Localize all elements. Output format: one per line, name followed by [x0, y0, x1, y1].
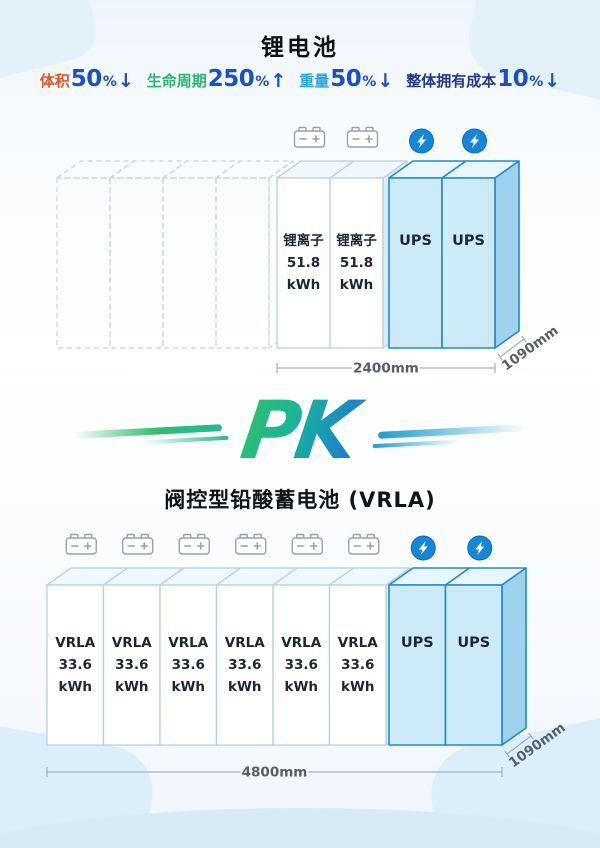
cabinet-label: UPS [399, 233, 432, 249]
battery-cabinet: VRLA 33.6 kWh [272, 567, 355, 746]
cabinet-label: 33.6 [59, 657, 92, 673]
stat-label: 生命周期 [146, 72, 207, 90]
stat-unit: % [102, 74, 117, 90]
stat-label: 体积 [39, 72, 70, 90]
lightning-icon [467, 535, 493, 561]
cabinet-label: 51.8 [287, 255, 320, 271]
arrow-down-icon: ↓ [377, 70, 394, 92]
vrla-title: 阀控型铅酸蓄电池 (VRLA) [164, 488, 436, 512]
cabinet-label: 33.6 [172, 657, 205, 673]
battery-cabinet: VRLA 33.6 kWh [215, 567, 298, 746]
cabinet-label: kWh [59, 679, 92, 695]
ghost-cabinet [109, 160, 188, 349]
cabinet-label: VRLA [338, 635, 378, 651]
lightning-icon [462, 128, 487, 154]
cabinet-label: kWh [228, 679, 261, 695]
ups-cabinet: UPS [444, 567, 527, 746]
cabinet-label: kWh [341, 679, 374, 695]
cabinet-label: 锂离子 [283, 232, 324, 249]
battery-cabinet: VRLA 33.6 kWh [159, 567, 242, 746]
vrla-row-diagram: VRLA 33.6 kWh VRLA 33.6 kWh VRLA 33.6 kWh VRLA 33.… [46, 533, 569, 781]
stat-label: 整体拥有成本 [406, 72, 497, 90]
stat-total-cost: 整体拥有成本 10 % ↓ [406, 66, 560, 92]
cabinet-label: VRLA [168, 635, 208, 651]
cabinet-label: VRLA [225, 635, 265, 651]
cabinet-label: 33.6 [228, 657, 261, 673]
cabinet-label: UPS [457, 635, 490, 651]
stat-label: 重量 [299, 72, 330, 90]
pk-text: PK [232, 384, 367, 477]
width-dimension: 2400mm [276, 361, 496, 377]
cabinet-label: 51.8 [340, 255, 373, 271]
battery-icon [235, 533, 267, 555]
battery-icon [65, 533, 97, 555]
cabinet-label: kWh [172, 679, 205, 695]
pk-section: PK [0, 384, 600, 477]
stat-value: 250 [207, 66, 255, 92]
battery-cabinet: VRLA 33.6 kWh [102, 567, 185, 746]
cabinet-label: 33.6 [285, 657, 318, 673]
stat-unit: % [255, 74, 270, 90]
arrow-down-icon: ↓ [544, 70, 561, 92]
lithium-title: 锂电池 [261, 35, 339, 61]
width-dimension-label: 2400mm [353, 361, 419, 377]
battery-icon [291, 533, 323, 555]
pk-swoosh-right [378, 423, 527, 439]
stat-lifecycle: 生命周期 250 % ↑ [147, 66, 286, 92]
stats-row: 体积 50 % ↓ 生命周期 250 % ↑ 重量 50 % ↓ 整体拥有成本 … [0, 66, 600, 92]
cabinet-label: 锂离子 [336, 232, 377, 249]
stat-unit: % [362, 74, 377, 90]
pk-swoosh-left [73, 423, 222, 439]
stat-volume: 体积 50 % ↓ [40, 66, 134, 92]
battery-icon [346, 126, 379, 148]
battery-icon [122, 533, 154, 555]
battery-cabinet: VRLA 33.6 kWh [46, 567, 129, 746]
ghost-cabinet [56, 160, 135, 349]
arrow-up-icon: ↑ [270, 70, 287, 92]
stat-value: 50 [330, 66, 362, 92]
battery-icon [293, 126, 326, 148]
stat-value: 50 [70, 66, 103, 92]
cabinet-label: UPS [452, 233, 485, 249]
cabinet-label: 33.6 [341, 657, 374, 673]
cabinet-label: UPS [401, 635, 434, 651]
arrow-down-icon: ↓ [117, 70, 134, 92]
battery-cabinet: 锂离子 51.8 kWh [276, 160, 355, 349]
stat-value: 10 [497, 66, 529, 92]
stat-unit: % [529, 74, 544, 90]
battery-icon [178, 533, 210, 555]
width-dimension: 4800mm [46, 765, 503, 781]
stat-weight: 重量 50 % ↓ [299, 66, 393, 92]
cabinet-label: 33.6 [115, 657, 148, 673]
cabinet-label: kWh [287, 277, 320, 293]
width-dimension-label: 4800mm [242, 765, 308, 781]
cabinet-label: VRLA [281, 635, 321, 651]
cabinet-label: VRLA [112, 635, 152, 651]
lightning-icon [410, 535, 436, 561]
ghost-cabinet [162, 160, 241, 349]
cabinet-label: kWh [285, 679, 318, 695]
ups-cabinet: UPS [388, 567, 471, 746]
cabinet-label: VRLA [55, 635, 95, 651]
lightning-icon [409, 128, 434, 154]
cabinet-label: kWh [115, 679, 148, 695]
cabinet-label: kWh [340, 277, 373, 293]
battery-icon [348, 533, 380, 555]
ups-cabinet: UPS [441, 160, 520, 349]
